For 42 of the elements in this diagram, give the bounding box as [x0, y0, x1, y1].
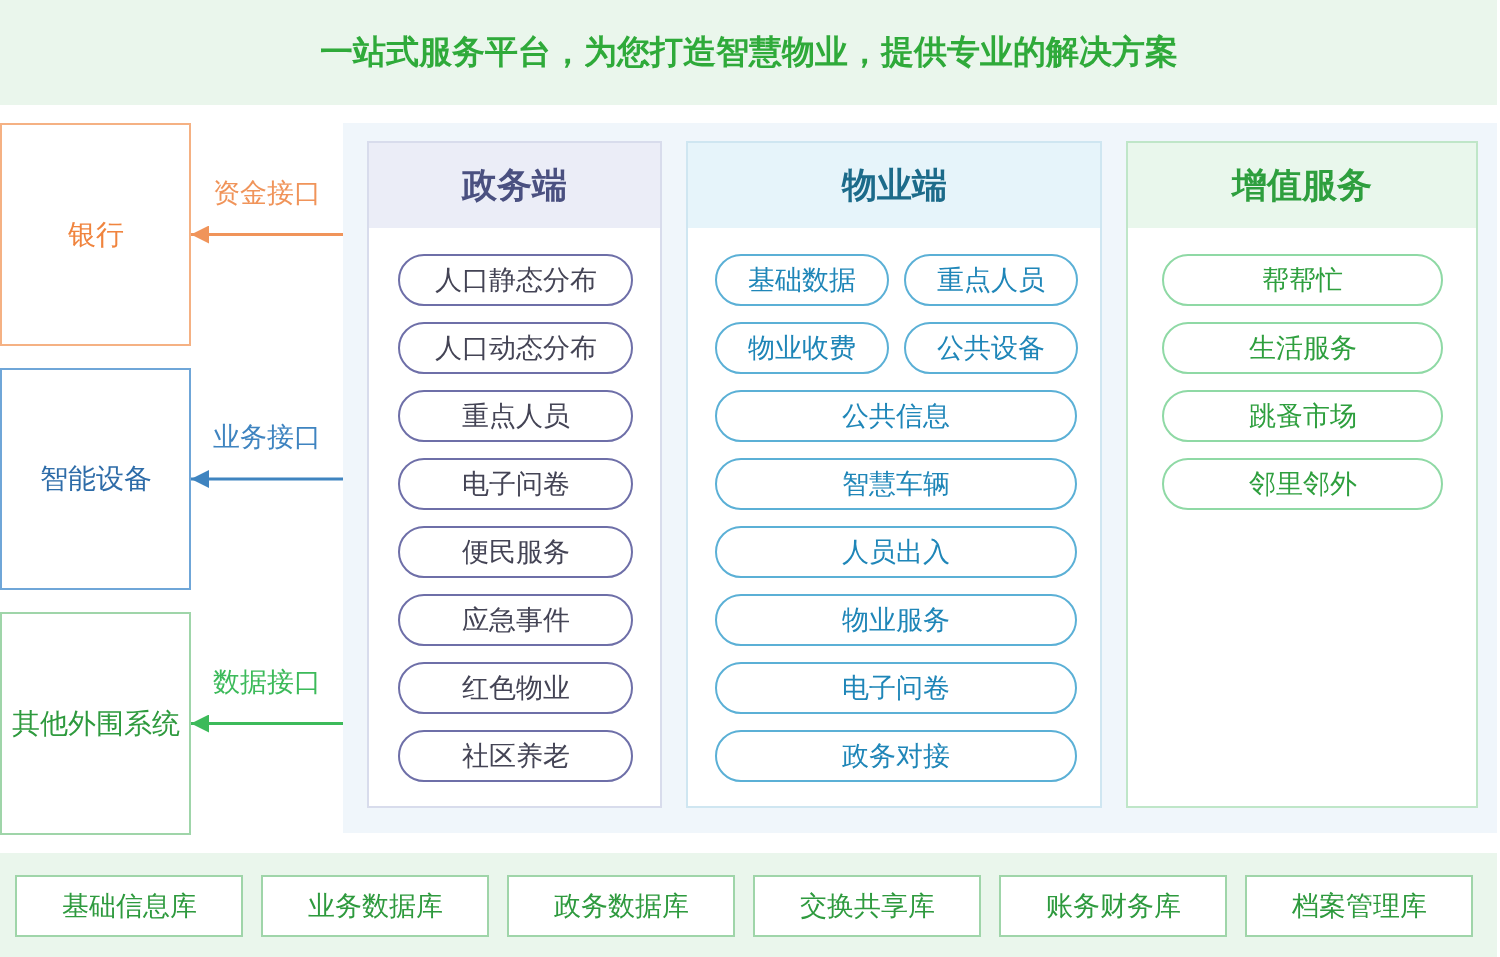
module-pill: 智慧车辆 [715, 458, 1077, 510]
module-pill: 人口动态分布 [398, 322, 633, 374]
database-box: 账务财务库 [999, 875, 1227, 937]
module-pill: 人员出入 [715, 526, 1077, 578]
module-pill: 社区养老 [398, 730, 633, 782]
column-card [686, 141, 1102, 808]
module-pill: 公共设备 [904, 322, 1078, 374]
module-pill: 物业服务 [715, 594, 1077, 646]
module-pill: 红色物业 [398, 662, 633, 714]
module-pill: 基础数据 [715, 254, 889, 306]
column-header: 政务端 [369, 143, 660, 228]
module-pill: 重点人员 [398, 390, 633, 442]
module-pill: 电子问卷 [715, 662, 1077, 714]
module-pill: 公共信息 [715, 390, 1077, 442]
column-header: 增值服务 [1128, 143, 1476, 228]
module-pill: 便民服务 [398, 526, 633, 578]
platform-panel [343, 123, 1497, 833]
system-box: 智能设备 [0, 368, 191, 590]
module-pill: 人口静态分布 [398, 254, 633, 306]
module-pill: 邻里邻外 [1162, 458, 1443, 510]
arrow [191, 470, 343, 488]
arrow [191, 225, 343, 244]
module-pill: 重点人员 [904, 254, 1078, 306]
system-box: 银行 [0, 123, 191, 346]
module-pill: 帮帮忙 [1162, 254, 1443, 306]
system-box: 其他外围系统 [0, 612, 191, 835]
module-pill: 应急事件 [398, 594, 633, 646]
column-card [367, 141, 662, 808]
database-box: 政务数据库 [507, 875, 735, 937]
module-pill: 跳蚤市场 [1162, 390, 1443, 442]
database-box: 交换共享库 [753, 875, 981, 937]
column-header: 物业端 [688, 143, 1100, 228]
arrow [191, 714, 343, 733]
database-box: 业务数据库 [261, 875, 489, 937]
database-box: 基础信息库 [15, 875, 243, 937]
module-pill: 生活服务 [1162, 322, 1443, 374]
module-pill: 电子问卷 [398, 458, 633, 510]
module-pill: 物业收费 [715, 322, 889, 374]
database-box: 档案管理库 [1245, 875, 1473, 937]
module-pill: 政务对接 [715, 730, 1077, 782]
title: 一站式服务平台，为您打造智慧物业，提供专业的解决方案 [319, 31, 1178, 73]
column-card [1126, 141, 1478, 808]
